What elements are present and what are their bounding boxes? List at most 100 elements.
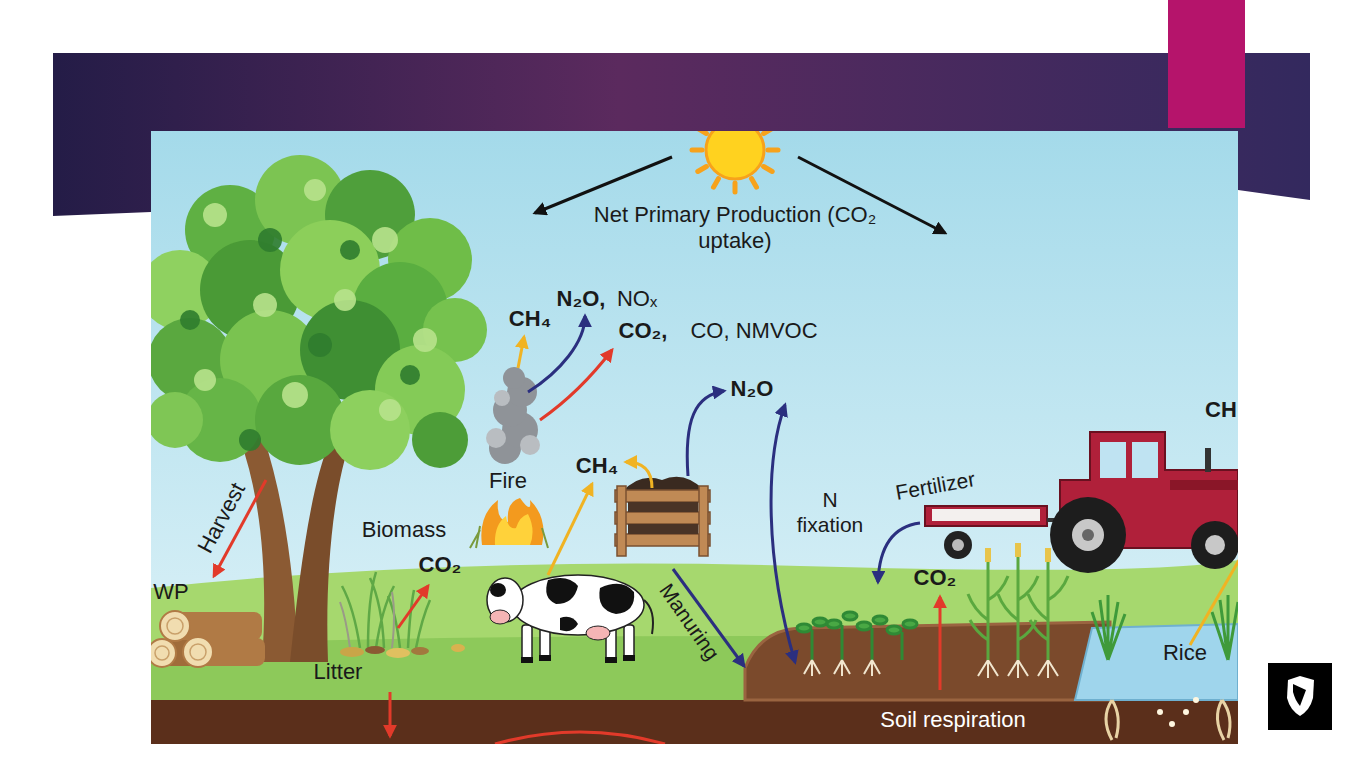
tractor-with-trailer xyxy=(1205,448,1211,472)
tractor-with-trailer xyxy=(1205,535,1225,555)
gas-label: CO, NMVOC xyxy=(690,318,817,344)
gas-label: CO₂ xyxy=(419,552,462,578)
crop-field xyxy=(797,624,811,632)
gas-label: N₂O xyxy=(731,376,774,402)
slide-banner xyxy=(1168,0,1245,128)
rice-paddy xyxy=(1106,700,1118,740)
gas-label: CH₄ xyxy=(576,453,618,479)
flux-arrows xyxy=(939,597,942,690)
landscape-illustration xyxy=(151,131,1238,744)
fire-and-smoke xyxy=(470,367,548,548)
cow xyxy=(490,610,510,624)
gas-label: CH xyxy=(1205,397,1237,423)
manure-crate xyxy=(628,502,698,534)
tree xyxy=(151,155,487,662)
tree xyxy=(194,369,216,391)
flux-arrows xyxy=(535,157,672,213)
biomass-grass xyxy=(365,646,385,654)
tree xyxy=(379,399,401,421)
biomass-grass xyxy=(340,592,394,648)
tractor-with-trailer xyxy=(944,531,972,559)
flux-arrows xyxy=(673,569,744,666)
crop-field xyxy=(873,616,887,624)
cow xyxy=(539,655,551,661)
crop-field xyxy=(1015,543,1021,557)
tree xyxy=(258,228,282,252)
tractor-with-trailer xyxy=(925,432,1238,573)
crop-field xyxy=(841,625,844,660)
flux-arrows xyxy=(626,462,652,488)
crop-field xyxy=(811,630,814,660)
rice-paddy xyxy=(1106,700,1230,740)
manure-crate xyxy=(615,534,710,546)
pool-label: Biomass xyxy=(362,517,446,543)
cow xyxy=(521,657,533,663)
tractor-with-trailer xyxy=(952,539,964,551)
tree xyxy=(413,328,437,352)
cow xyxy=(560,617,578,631)
tractor-with-trailer xyxy=(1050,497,1126,573)
log-pile xyxy=(155,618,206,660)
fire-and-smoke xyxy=(486,390,540,455)
crop-field xyxy=(978,660,998,678)
tree xyxy=(282,382,308,408)
crop-field xyxy=(887,626,901,634)
biomass-grass xyxy=(386,648,410,658)
flux-arrows xyxy=(518,337,524,368)
process-label: N fixation xyxy=(787,487,873,537)
gas-label: CH₄ xyxy=(509,306,551,332)
process-label: Manuring xyxy=(655,579,726,665)
flux-arrows xyxy=(214,157,1238,736)
manure-crate xyxy=(699,486,708,556)
cow xyxy=(586,626,610,640)
tree xyxy=(290,440,348,662)
crop-field xyxy=(1008,660,1028,678)
gas-label: CO₂ xyxy=(914,565,957,591)
tree xyxy=(304,179,326,201)
rice-paddy xyxy=(1183,709,1189,715)
cow xyxy=(487,575,644,661)
flux-arrows xyxy=(798,157,945,233)
flux-arrows xyxy=(214,480,266,576)
tree xyxy=(308,333,332,357)
cow xyxy=(605,657,617,663)
rice-paddy xyxy=(1075,595,1238,740)
rice-paddy xyxy=(1157,709,1163,715)
sun-symbol xyxy=(752,179,757,188)
cow xyxy=(624,625,634,659)
cow xyxy=(599,584,634,614)
sun-symbol xyxy=(764,131,773,134)
rice-paddy xyxy=(1217,700,1230,740)
process-label: Harvest xyxy=(193,478,252,557)
tractor-with-trailer xyxy=(1072,519,1104,551)
process-heading: Net Primary Production (CO₂ uptake) xyxy=(590,202,880,255)
crop-field xyxy=(843,612,857,620)
crop-field xyxy=(857,622,871,630)
sun-symbol xyxy=(698,167,707,172)
logo-badge xyxy=(1268,663,1332,730)
logo-badge xyxy=(1287,676,1314,716)
flux-arrows xyxy=(540,350,612,420)
sun-symbol xyxy=(706,131,764,179)
manure-crate xyxy=(617,486,626,556)
biomass-grass xyxy=(342,572,394,648)
cow xyxy=(512,575,644,635)
manure-crate xyxy=(628,502,698,512)
crop-field xyxy=(968,560,1008,660)
flux-arrows xyxy=(687,391,724,476)
tree xyxy=(253,293,277,317)
tree xyxy=(239,429,261,451)
manure-crate xyxy=(615,490,710,502)
tractor-with-trailer xyxy=(932,509,1040,521)
crop-field xyxy=(901,632,904,660)
cow xyxy=(644,600,653,634)
biomass-grass xyxy=(340,647,364,657)
cow xyxy=(522,625,532,661)
fire-and-smoke xyxy=(494,390,510,406)
process-label: Fertilizer xyxy=(893,467,977,506)
process-label: Fire xyxy=(489,468,527,494)
ground xyxy=(495,732,665,744)
tree xyxy=(334,289,356,311)
biomass-grass xyxy=(451,644,465,652)
